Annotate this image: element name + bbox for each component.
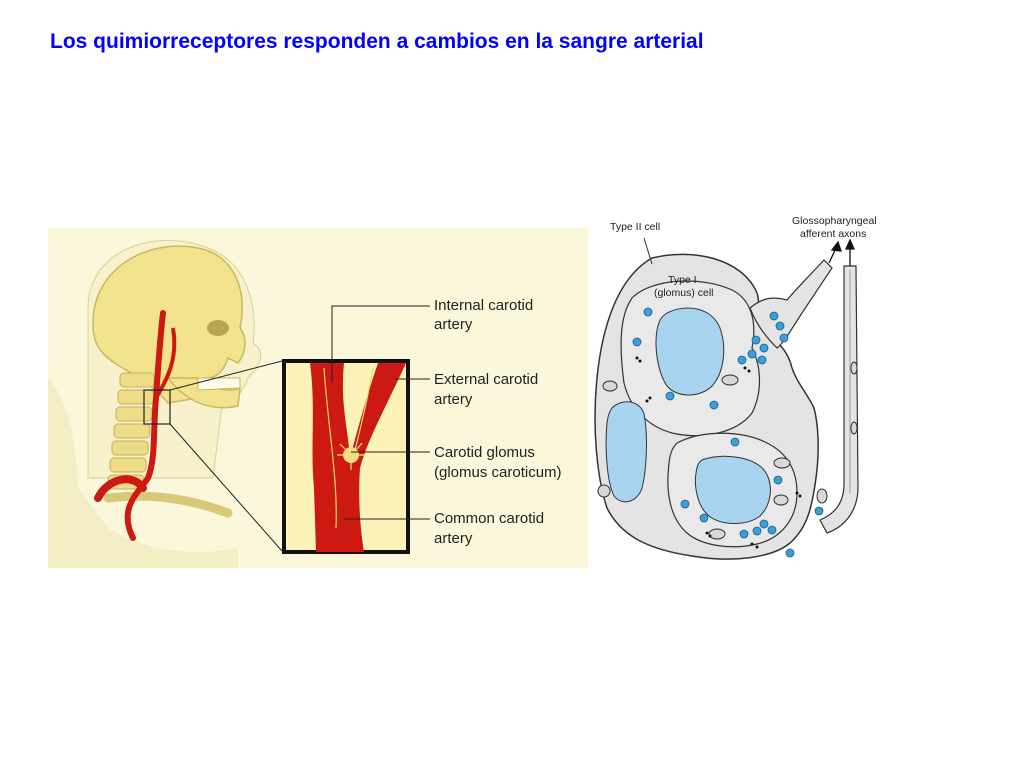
nucleus-upper	[655, 307, 725, 396]
nucleus-type-ii-left	[605, 401, 647, 503]
label-common-carotid-l1: Common carotid	[434, 510, 544, 527]
slide-title: Los quimiorreceptores responden a cambio…	[50, 30, 704, 53]
teeth	[197, 377, 241, 391]
axon-arrows	[828, 238, 856, 266]
dense-core-granules	[632, 307, 824, 558]
inset-box	[282, 359, 410, 554]
carotid-figure: Internal carotid artery External carotid…	[48, 228, 588, 568]
mitochondria	[597, 361, 858, 540]
clavicle	[103, 491, 233, 518]
label-internal-carotid-l2: artery	[434, 316, 473, 333]
carotid-artery-head	[124, 310, 166, 541]
nucleus-lower	[694, 455, 771, 524]
vesicles	[635, 356, 802, 549]
label-type-ii-cell: Type II cell	[610, 221, 660, 233]
eye-socket	[207, 320, 229, 336]
glomus-cell-illustration: Type II cell Type I (glomus) cell Glosso…	[594, 215, 877, 560]
label-external-carotid-l1: External carotid	[434, 371, 538, 388]
label-type-i-cell-l1: Type I	[668, 274, 697, 286]
zoom-line-top	[169, 360, 283, 391]
carotid-illustration: Internal carotid artery External carotid…	[48, 228, 588, 568]
inset-glomus-rays	[337, 440, 366, 470]
axon-long-right	[819, 265, 859, 534]
label-external-carotid-l2: artery	[434, 391, 473, 408]
label-glossopharyngeal-l1: Glossopharyngeal	[792, 215, 877, 227]
label-carotid-glomus-l1: Carotid glomus	[434, 444, 535, 461]
carotid-branch-head	[154, 327, 177, 400]
label-carotid-glomus-l2: (glomus caroticum)	[434, 464, 562, 481]
inset-nerve-1	[323, 367, 337, 529]
skull	[92, 245, 246, 404]
zoom-box	[143, 389, 171, 425]
neck-silhouette	[48, 378, 238, 568]
label-glossopharyngeal-l2: afferent axons	[800, 228, 866, 240]
zoom-line-bottom	[169, 423, 283, 552]
aortic-arch-curve	[94, 475, 147, 502]
inset-carotid-glomus	[343, 447, 359, 463]
pointer-type-ii	[643, 237, 653, 265]
label-internal-carotid-l1: Internal carotid	[434, 297, 533, 314]
glomus-figure: Type II cell Type I (glomus) cell Glosso…	[592, 208, 892, 570]
label-leaders	[331, 305, 430, 520]
label-common-carotid-l2: artery	[434, 530, 473, 547]
axon-branch-upper	[749, 259, 833, 349]
label-type-i-cell-l2: (glomus) cell	[654, 287, 714, 299]
